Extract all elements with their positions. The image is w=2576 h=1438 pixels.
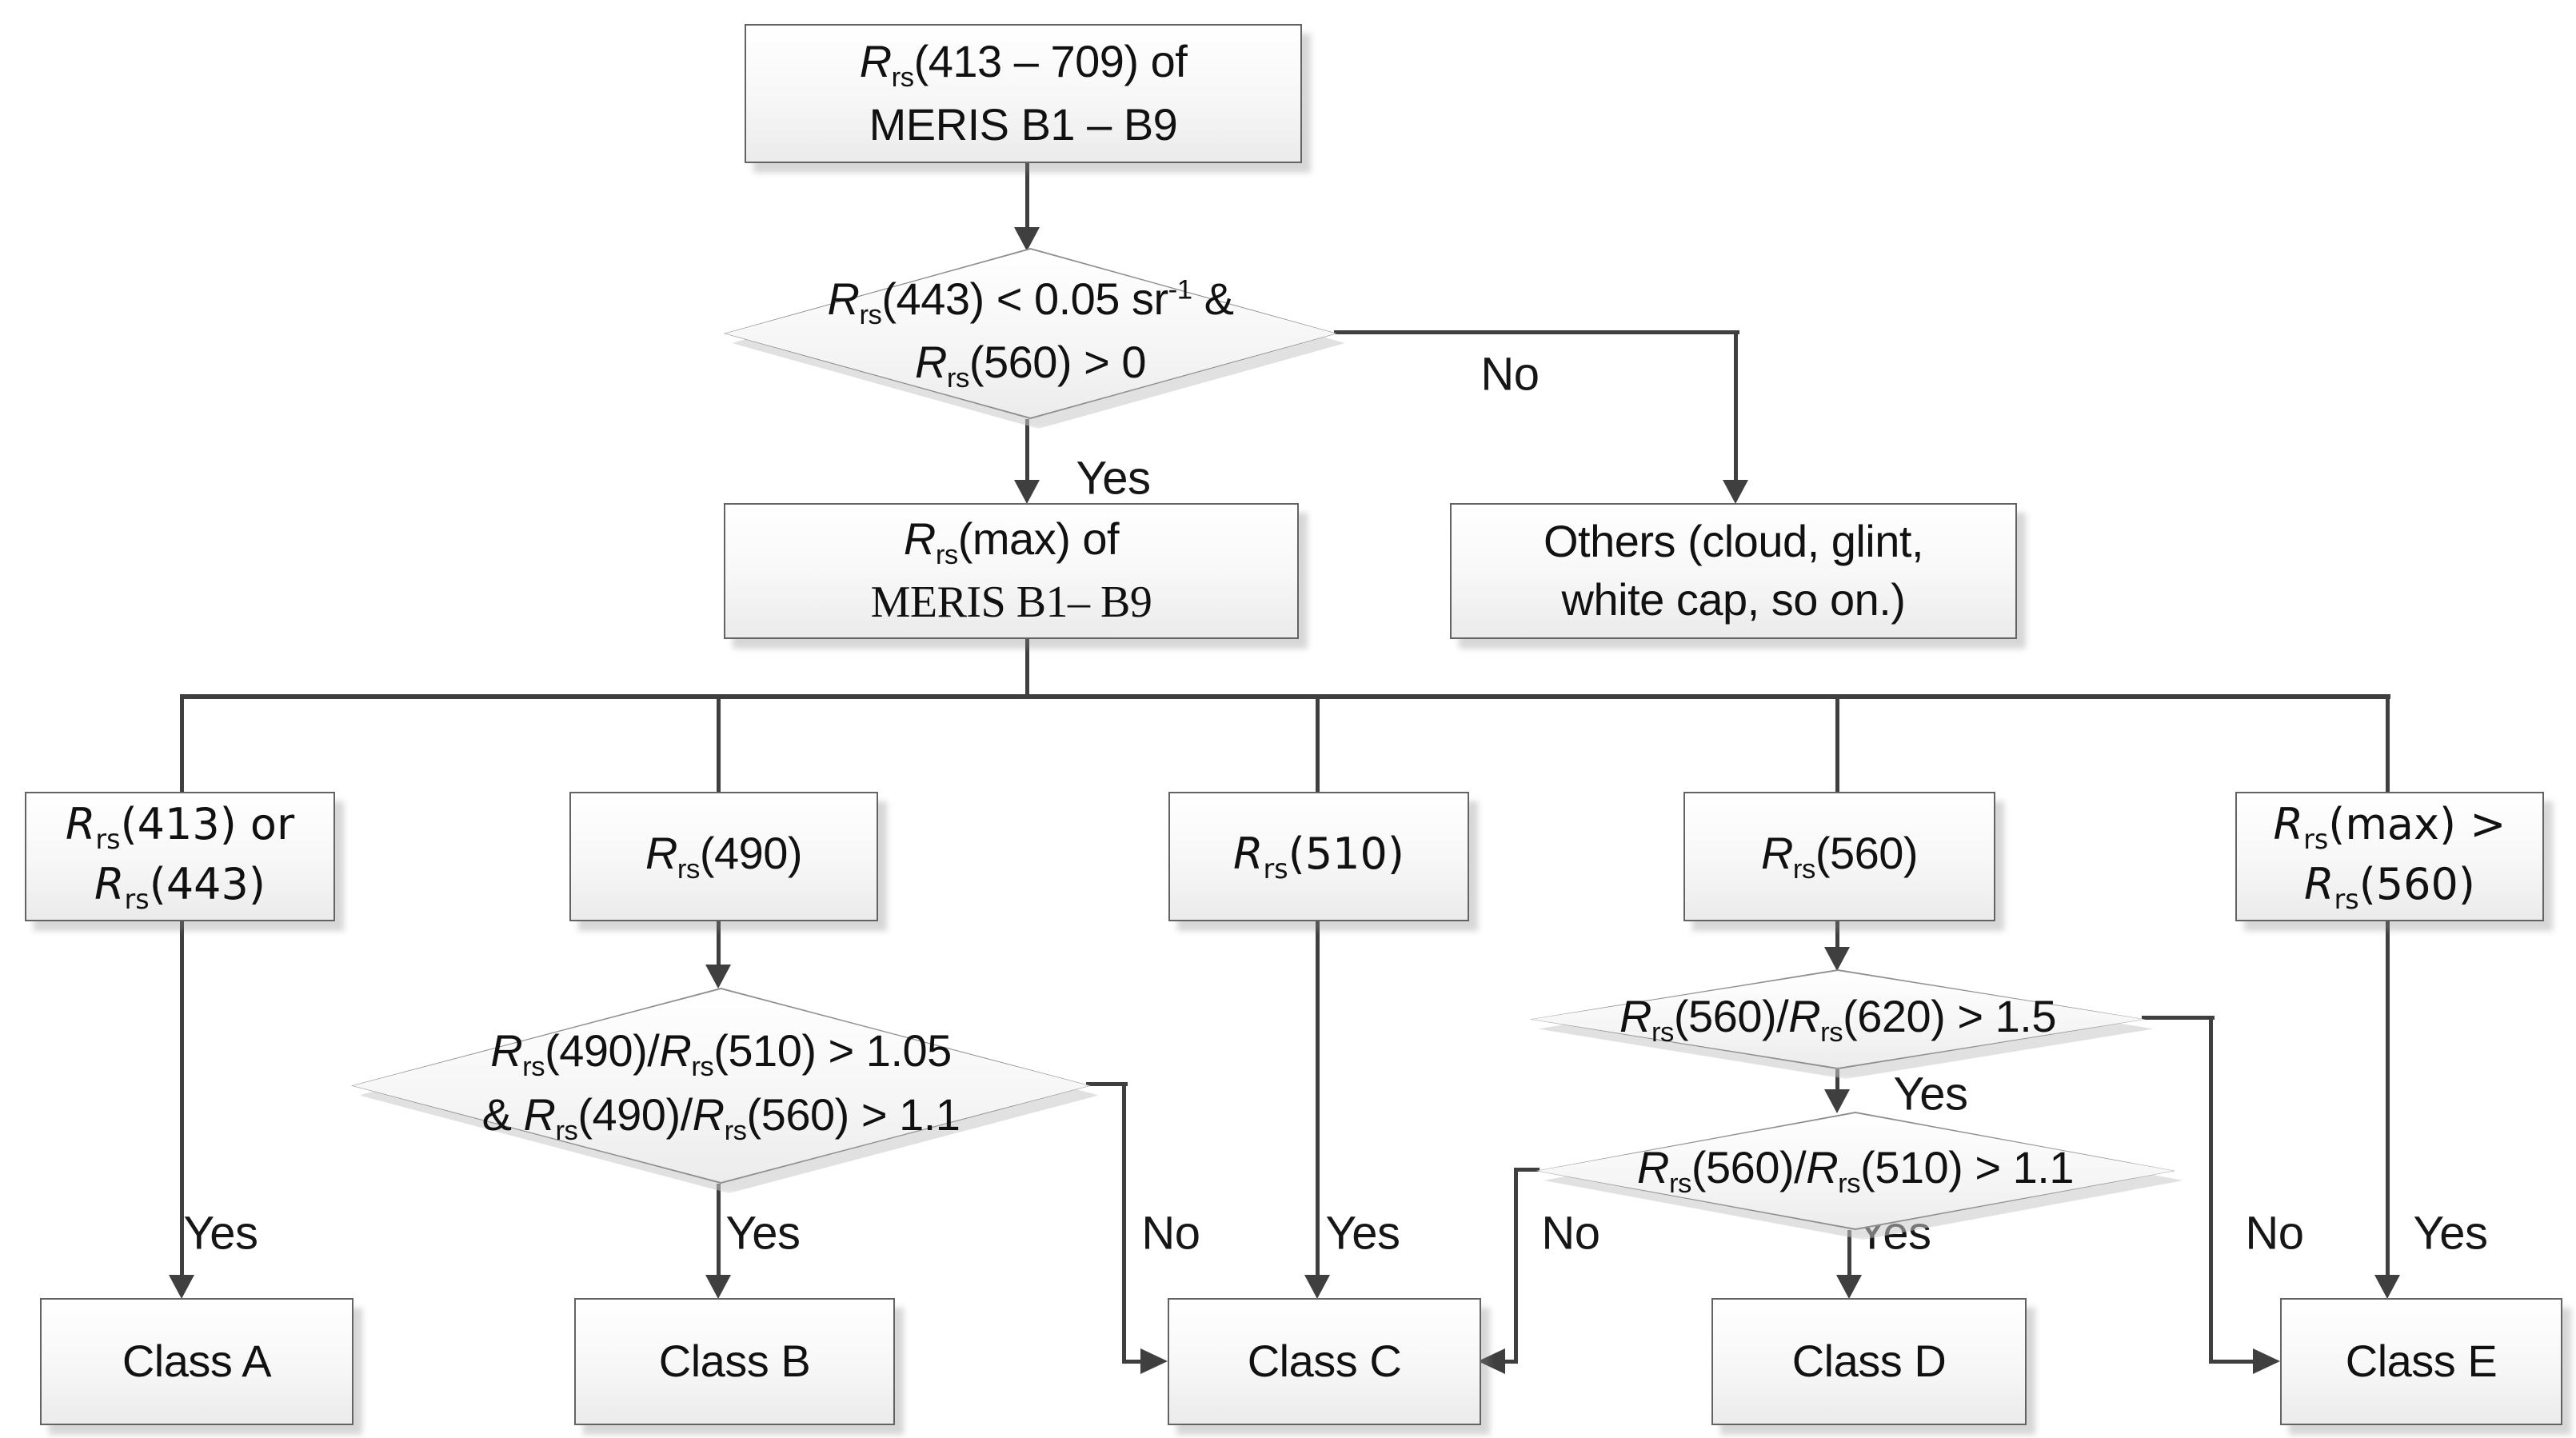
edge-label-no-check490: No <box>1141 1207 1200 1260</box>
connector-510-to-class-c <box>1316 918 1320 1275</box>
arrowhead-down <box>1723 480 1748 504</box>
node-text: Rrs(560)/Rrs(510) > 1.1 <box>1637 1142 2074 1200</box>
arrowhead-down <box>705 1275 731 1299</box>
edge-label-yes-class-c: Yes <box>1325 1207 1400 1260</box>
edge-label-no-check620: No <box>2245 1207 2304 1260</box>
edge-label-yes-valid: Yes <box>1076 452 1151 505</box>
node-class-a: Class A <box>40 1298 353 1425</box>
edge-label-yes-class-a: Yes <box>183 1207 258 1260</box>
connector-drop-560 <box>1835 699 1839 792</box>
connector-drop-490 <box>717 699 721 792</box>
node-text: Rrs(413 – 709) of <box>859 35 1188 94</box>
node-text: Rrs(560) <box>2304 859 2475 915</box>
node-text: Rrs(413) or <box>65 798 295 855</box>
node-text: Class D <box>1791 1336 1947 1387</box>
arrowhead-down <box>1014 227 1040 251</box>
node-rrs-max: Rrs(max) of MERIS B1– B9 <box>724 503 1299 639</box>
connector-drop-413 <box>180 694 184 792</box>
node-text: white cap, so on.) <box>1561 574 1906 625</box>
node-text: Rrs(560) > 0 <box>914 337 1147 394</box>
arrowhead-down <box>705 965 731 989</box>
edge-label-no-valid: No <box>1480 348 1540 401</box>
connector-check510-to-class-d <box>1847 1230 1851 1275</box>
node-rrs-413-443: Rrs(413) or Rrs(443) <box>25 792 335 921</box>
node-text: Rrs(510) <box>1233 829 1404 885</box>
connector-413-to-class-a <box>180 918 184 1275</box>
node-text: Class C <box>1247 1336 1402 1387</box>
node-text: Class A <box>122 1336 272 1387</box>
node-text: & Rrs(490)/Rrs(560) > 1.1 <box>481 1088 961 1146</box>
connector-drop-510 <box>1316 699 1320 792</box>
connector-check620-no-bottom <box>2209 1360 2255 1364</box>
connector-check490-to-class-b <box>717 1184 721 1275</box>
decision-490-510-ratio: Rrs(490)/Rrs(510) > 1.05 & Rrs(490)/Rrs(… <box>351 988 1099 1193</box>
edge-label-no-check510: No <box>1541 1207 1600 1260</box>
node-text: Rrs(max) of <box>903 513 1120 571</box>
node-text: MERIS B1– B9 <box>870 577 1152 628</box>
decision-valid-rrs: Rrs(443) < 0.05 sr-1 & Rrs(560) > 0 <box>724 248 1345 429</box>
node-class-b: Class B <box>574 1298 895 1425</box>
arrowhead-down <box>1304 1275 1330 1299</box>
connector-check510-no-stub <box>1514 1168 1540 1172</box>
edge-label-yes-check620: Yes <box>1893 1068 1968 1120</box>
connector-drop-max560 <box>2386 694 2390 792</box>
node-class-e: Class E <box>2280 1298 2562 1425</box>
connector-max560-to-class-e <box>2386 918 2390 1275</box>
node-text: Rrs(443) < 0.05 sr-1 & <box>827 273 1234 330</box>
node-rrs-490: Rrs(490) <box>569 792 878 921</box>
decision-560-620-ratio: Rrs(560)/Rrs(620) > 1.5 <box>1530 969 2154 1079</box>
connector-check620-no-vertical <box>2209 1016 2213 1364</box>
node-text: Rrs(max) > <box>2273 798 2506 855</box>
arrowhead-down <box>1836 1275 1862 1299</box>
connector-check510-no-vertical <box>1514 1168 1518 1364</box>
connector-input-to-valid-check <box>1025 160 1029 229</box>
connector-no-vertical <box>1734 330 1738 481</box>
connector-490-to-check <box>717 918 721 966</box>
connector-check490-no-bottom <box>1122 1360 1142 1364</box>
edge-label-yes-class-b: Yes <box>725 1207 801 1260</box>
arrowhead-down <box>2374 1275 2400 1299</box>
node-text: Class E <box>2345 1336 2498 1387</box>
connector-check620-no-stub <box>2142 1016 2215 1020</box>
node-text: Rrs(490)/Rrs(510) > 1.05 <box>490 1025 952 1083</box>
node-text: Rrs(560) <box>1760 828 1919 885</box>
connector-check490-no-vertical <box>1122 1082 1126 1364</box>
connector-check490-no-stub <box>1086 1082 1128 1086</box>
node-rrs-560: Rrs(560) <box>1683 792 1995 921</box>
connector-no-horizontal <box>1334 330 1739 334</box>
decision-560-510-ratio: Rrs(560)/Rrs(510) > 1.1 <box>1536 1112 2183 1240</box>
node-text: Class B <box>658 1336 811 1387</box>
node-rrs-510: Rrs(510) <box>1168 792 1469 921</box>
arrowhead-down <box>1824 947 1850 971</box>
node-class-c: Class C <box>1168 1298 1481 1425</box>
connector-yes-to-max <box>1025 419 1029 481</box>
arrowhead-down <box>169 1275 194 1299</box>
arrowhead-right <box>2253 1348 2280 1374</box>
arrowhead-down <box>1824 1089 1850 1113</box>
node-input-rrs: Rrs(413 – 709) of MERIS B1 – B9 <box>745 24 1302 163</box>
arrowhead-down <box>1014 480 1040 504</box>
node-text: Rrs(490) <box>645 828 803 885</box>
edge-label-yes-class-e: Yes <box>2413 1207 2488 1260</box>
arrowhead-right <box>1140 1348 1168 1374</box>
node-text: Rrs(560)/Rrs(620) > 1.5 <box>1619 990 2056 1049</box>
connector-560-to-check <box>1835 918 1839 949</box>
node-text: Rrs(443) <box>94 859 266 915</box>
node-class-d: Class D <box>1711 1298 2027 1425</box>
arrowhead-left <box>1478 1348 1505 1374</box>
connector-spine <box>180 694 2390 699</box>
connector-check510-no-bottom <box>1502 1360 1518 1364</box>
connector-check620-to-check510 <box>1835 1069 1839 1091</box>
node-text: Others (cloud, glint, <box>1543 516 1924 567</box>
node-others: Others (cloud, glint, white cap, so on.) <box>1450 503 2017 639</box>
connector-max-to-spine <box>1025 636 1029 697</box>
node-text: MERIS B1 – B9 <box>869 99 1178 150</box>
node-rrs-max-gt-560: Rrs(max) > Rrs(560) <box>2235 792 2544 921</box>
